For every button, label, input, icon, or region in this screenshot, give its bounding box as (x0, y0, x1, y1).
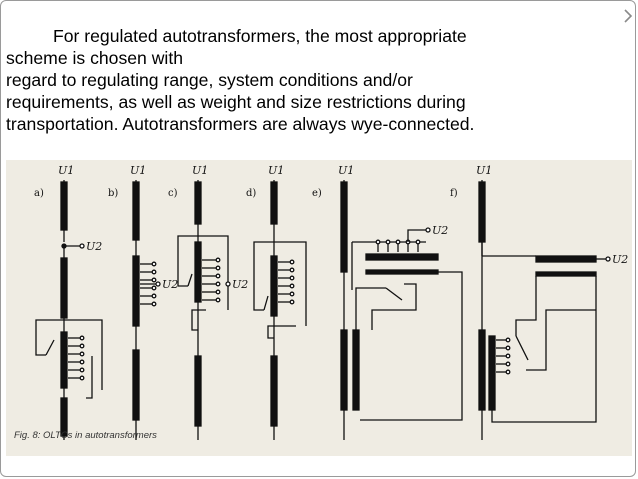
chevron-right-icon[interactable] (623, 9, 633, 23)
u2-label: U2 (162, 278, 178, 291)
panel-tag-f: f) (450, 188, 458, 199)
panel-b-schematic (132, 180, 161, 440)
u1-label: U1 (58, 164, 74, 177)
panel-c-schematic (177, 180, 231, 440)
u1-label: U1 (476, 164, 492, 177)
u1-label: U1 (130, 164, 146, 177)
u2-label: U2 (612, 253, 628, 266)
panel-tag-b: b) (108, 188, 118, 199)
paragraph-line: For regulated autotransformers, the most… (53, 26, 467, 46)
panel-e-schematic (340, 180, 463, 440)
paragraph-line: regard to regulating range, system condi… (6, 70, 413, 90)
panel-tag-e: e) (312, 188, 322, 199)
figure-caption: Fig. 8: OLTCs in autotransformers (14, 430, 157, 441)
paragraph-line: transportation. Autotransformers are alw… (6, 114, 475, 134)
u2-label: U2 (432, 224, 448, 237)
panel-tag-a: a) (34, 188, 44, 199)
u1-label: U1 (338, 164, 354, 177)
panel-tag-c: c) (168, 188, 178, 199)
u2-label: U2 (86, 240, 102, 253)
u1-label: U1 (268, 164, 284, 177)
panel-d-schematic (253, 180, 307, 440)
panel-a-schematic (35, 180, 103, 440)
paragraph-line: scheme is chosen with (6, 48, 183, 68)
u1-label: U1 (192, 164, 208, 177)
panel-tag-d: d) (246, 188, 256, 199)
panel-f-schematic (478, 180, 611, 440)
oltc-figure: a) b) c) d) e) f) U1 U1 U1 U1 U1 U1 U2 U… (6, 160, 632, 456)
u2-label: U2 (232, 278, 248, 291)
paragraph-line: requirements, as well as weight and size… (6, 92, 466, 112)
oltc-schematic: a) b) c) d) e) f) U1 U1 U1 U1 U1 U1 U2 U… (34, 164, 628, 440)
slide-paragraph: For regulated autotransformers, the most… (6, 25, 632, 135)
